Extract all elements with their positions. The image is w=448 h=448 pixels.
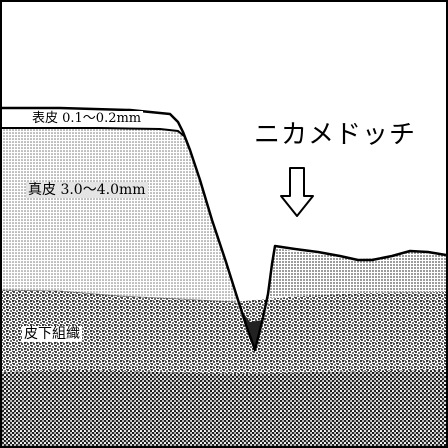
dermis-boundary-line: [1, 289, 237, 303]
dermis-label: 真皮 3.0〜4.0mm: [26, 182, 148, 198]
down-arrow-icon: [280, 167, 314, 217]
epidermis-boundary-line: [2, 127, 185, 137]
skin-surface-line: [2, 106, 447, 352]
epidermis-label: 表皮 0.1〜0.2mm: [30, 111, 144, 126]
subcutaneous-label: 皮下組織: [22, 326, 82, 342]
scar-title: ニカメドッチ: [254, 120, 417, 150]
subcutaneous-lower-layer: [2, 370, 446, 446]
dermis-right: [255, 248, 446, 350]
